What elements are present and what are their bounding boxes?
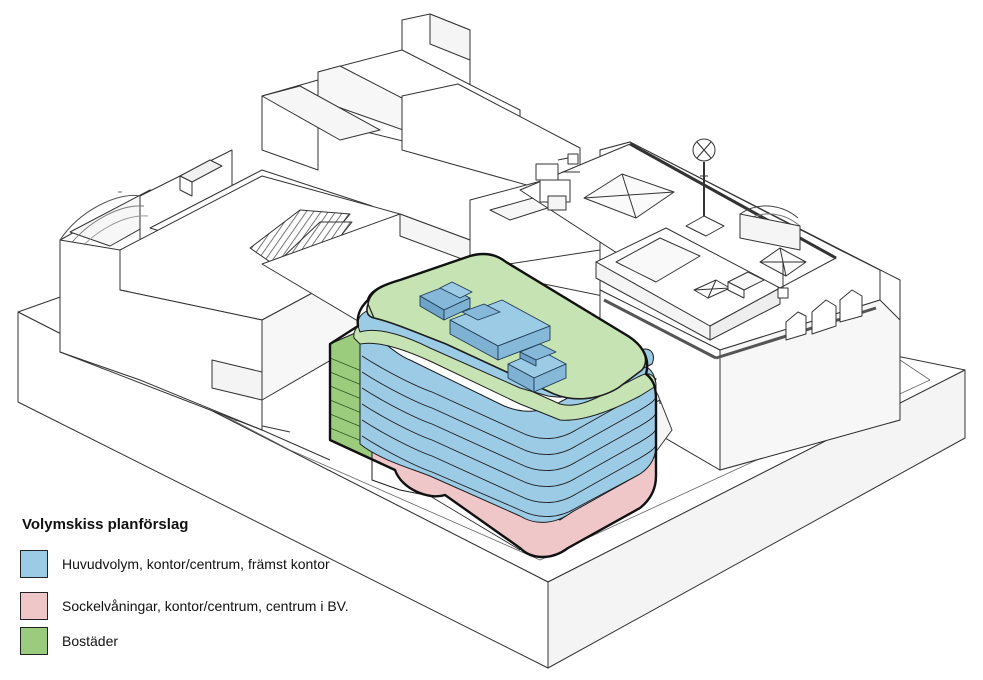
legend: Volymskiss planförslag Huvudvolym, konto… (20, 516, 440, 655)
legend-swatch-main-volume (20, 550, 48, 578)
proposed-building-volume (328, 252, 658, 559)
roof-blue-units (419, 281, 567, 393)
sculpture-icon (685, 138, 725, 237)
legend-item-main-volume: Huvudvolym, kontor/centrum, främst konto… (20, 550, 330, 578)
context-back-row (261, 13, 581, 201)
legend-label-main-volume: Huvudvolym, kontor/centrum, främst konto… (62, 556, 330, 572)
legend-swatch-housing (20, 627, 48, 655)
context-front-left (59, 239, 331, 461)
legend-title: Volymskiss planförslag (22, 516, 189, 533)
legend-swatch-base-floors (20, 592, 48, 620)
umbrella-icon (759, 247, 807, 299)
legend-label-housing: Bostäder (62, 633, 119, 649)
volume-outline (328, 252, 658, 559)
legend-item-housing: Bostäder (20, 627, 118, 655)
context-buildings (59, 13, 901, 471)
roof-equipment (535, 153, 580, 211)
housing-floor-lines (329, 357, 365, 443)
legend-item-base-floors: Sockelvåningar, kontor/centrum, centrum … (20, 592, 349, 620)
legend-label-base-floors: Sockelvåningar, kontor/centrum, centrum … (62, 598, 349, 614)
